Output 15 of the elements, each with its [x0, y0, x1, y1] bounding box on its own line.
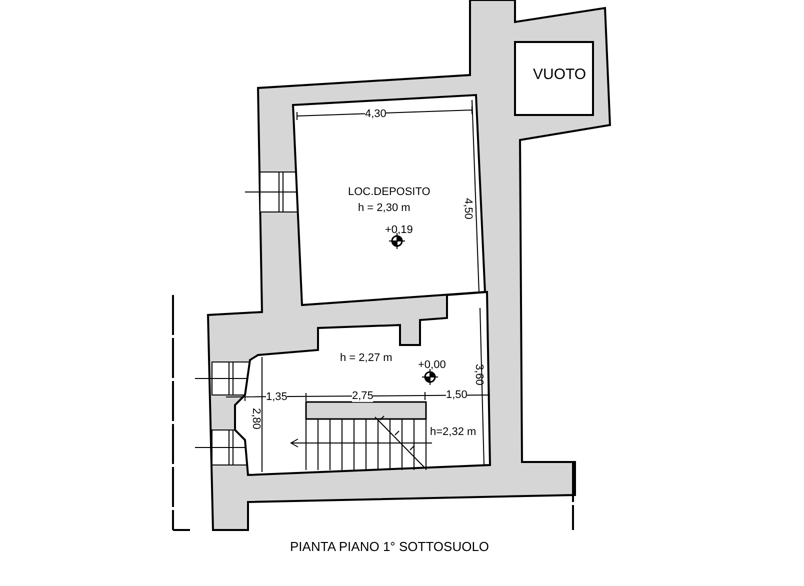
level-label: +0,00: [418, 359, 446, 371]
room-name: LOC.DEPOSITO: [348, 186, 430, 198]
dimension-label: 4,30: [365, 108, 386, 120]
dimension-label: 1,35: [266, 391, 288, 403]
dimension-label: 1,50: [446, 389, 468, 401]
dimension-label: 2,75: [352, 390, 374, 402]
level-label: +0,19: [385, 224, 413, 236]
dimension-label: 4,50: [462, 198, 474, 220]
room-name: VUOTO: [533, 66, 586, 83]
ceiling-height-label: h = 2,27 m: [340, 352, 392, 364]
dimension-label: 3,60: [473, 364, 485, 386]
drawing-caption: PIANTA PIANO 1° SOTTOSUOLO: [290, 539, 490, 554]
ceiling-height-label: h=2,32 m: [430, 426, 476, 438]
dimension-label: 2,80: [250, 408, 262, 430]
ceiling-height-label: h = 2,30 m: [358, 202, 410, 214]
